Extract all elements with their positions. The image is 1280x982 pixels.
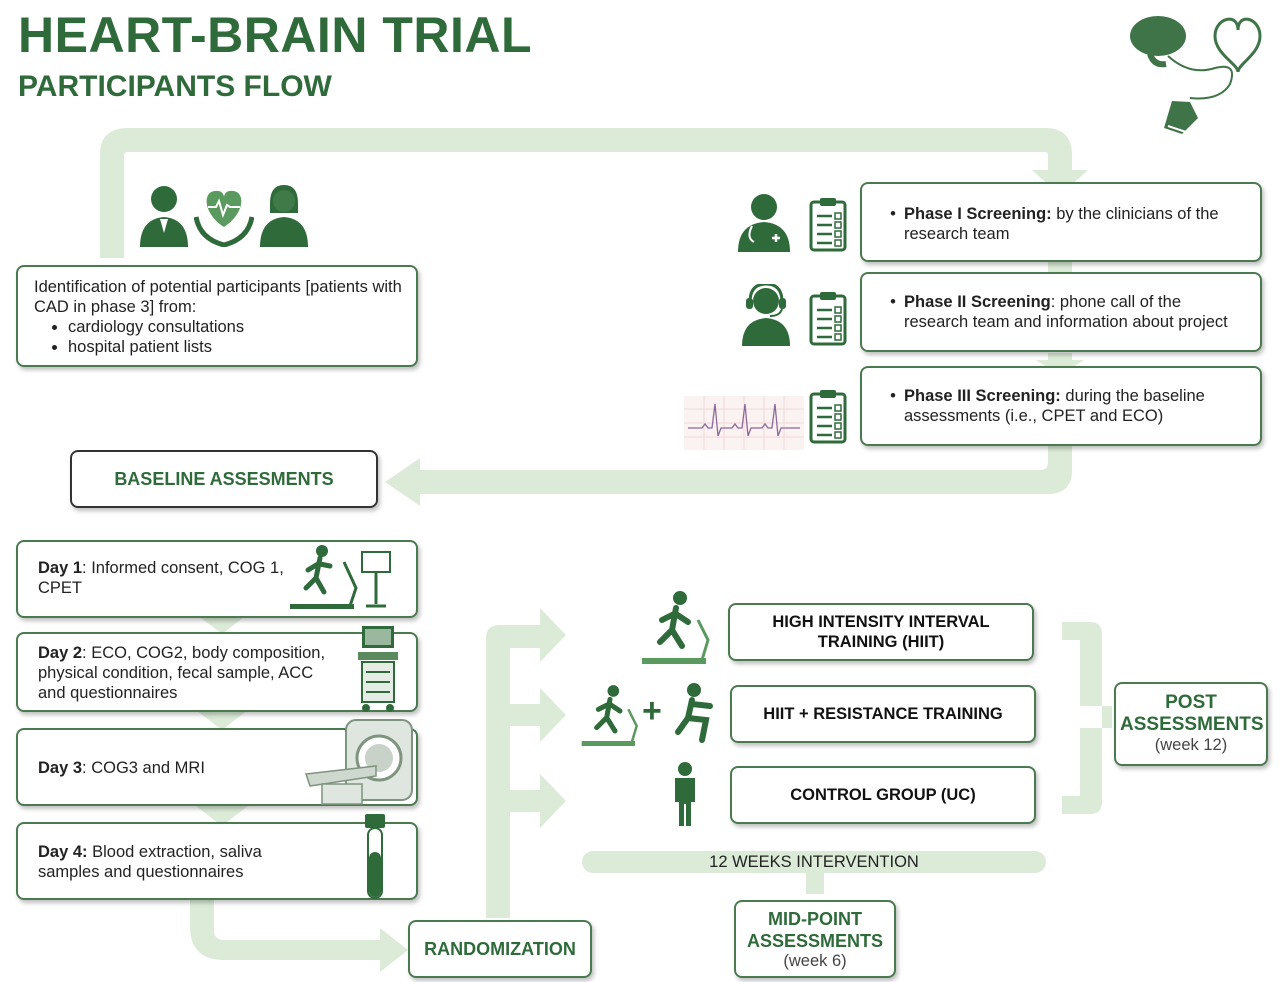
phase-1-label: Phase I Screening: [904, 205, 1052, 223]
day-3-text: : COG3 and MRI [82, 759, 205, 777]
page-subtitle: PARTICIPANTS FLOW [18, 70, 332, 103]
blood-tube-icon [365, 814, 385, 899]
identification-intro: Identification of potential participants… [34, 278, 402, 316]
heart-hands-icon [194, 190, 254, 247]
phase-3-text: during the baseline assessments (i.e., C… [904, 387, 1205, 425]
phase-2-label: Phase II Screening [904, 293, 1051, 311]
doctor-icon [140, 186, 188, 247]
plus-sign: + [642, 692, 662, 730]
day-1-text: : Informed consent, COG 1, CPET [38, 559, 284, 597]
day-4-box: Day 4: Blood extraction, saliva samples … [16, 822, 418, 900]
brain-heart-shoe-icon [1130, 16, 1262, 134]
intervention-label: 12 WEEKS INTERVENTION [709, 853, 919, 871]
clipboard-icon [809, 292, 847, 346]
page-title: HEART-BRAIN TRIAL [18, 7, 533, 63]
phase-3-box: •Phase III Screening: during the baselin… [860, 366, 1262, 446]
group-hiit-box: HIGH INTENSITY INTERVAL TRAINING (HIIT) [728, 603, 1034, 661]
baseline-assessments-box: BASELINE ASSESMENTS [70, 450, 378, 508]
clipboard-icon [809, 390, 847, 444]
day-3-label: Day 3 [38, 759, 83, 777]
standing-person-icon [675, 762, 695, 826]
post-title: POST ASSESSMENTS [1120, 692, 1264, 735]
phase-2-text: : phone call of the research team and in… [904, 293, 1228, 331]
phase-1-text: by the clinicians of the research team [904, 205, 1219, 243]
group-hiit-resistance-box: HIIT + RESISTANCE TRAINING [730, 685, 1036, 743]
identification-item: hospital patient lists [68, 337, 404, 357]
squat-person-icon [675, 683, 713, 743]
clinician-icon [738, 194, 790, 252]
mri-icon [304, 719, 413, 805]
group-hiit-resistance-label: HIIT + RESISTANCE TRAINING [763, 705, 1003, 723]
identification-box: Identification of potential participants… [16, 265, 418, 367]
midpoint-box: MID-POINT ASSESSMENTS (week 6) [734, 900, 896, 978]
randomization-box: RANDOMIZATION [408, 920, 592, 978]
post-week: (week 12) [1154, 736, 1228, 754]
day-4-text: Blood extraction, saliva samples and que… [38, 843, 262, 881]
day-2-text: : ECO, COG2, body composition, physical … [38, 644, 326, 702]
ecg-icon [684, 396, 804, 450]
day-4-label: Day 4: [38, 843, 88, 861]
clipboard-icon [809, 198, 847, 252]
treadmill-runner-icon [581, 685, 639, 746]
ultrasound-icon [358, 626, 398, 712]
randomization-label: RANDOMIZATION [424, 939, 576, 959]
day-2-box: Day 2: ECO, COG2, body composition, phys… [16, 632, 418, 712]
phase-2-box: •Phase II Screening: phone call of the r… [860, 272, 1262, 352]
midpoint-week: (week 6) [783, 952, 847, 970]
post-assessments-box: POST ASSESSMENTS (week 12) [1114, 682, 1268, 766]
treadmill-cpet-icon [290, 545, 391, 609]
group-control-label: CONTROL GROUP (UC) [790, 786, 976, 804]
midpoint-title: MID-POINT ASSESSMENTS [746, 909, 884, 951]
baseline-label: BASELINE ASSESMENTS [114, 469, 334, 489]
treadmill-runner-icon [642, 591, 710, 664]
identification-item: cardiology consultations [68, 317, 404, 337]
group-hiit-label: HIGH INTENSITY INTERVAL TRAINING (HIIT) [772, 613, 990, 651]
day-1-label: Day 1 [38, 559, 83, 577]
phase-3-label: Phase III Screening: [904, 387, 1061, 405]
group-control-box: CONTROL GROUP (UC) [730, 766, 1036, 824]
nurse-icon [260, 185, 308, 247]
phase-1-box: •Phase I Screening: by the clinicians of… [860, 182, 1262, 262]
day-2-label: Day 2 [38, 644, 83, 662]
headset-operator-icon [742, 284, 790, 346]
